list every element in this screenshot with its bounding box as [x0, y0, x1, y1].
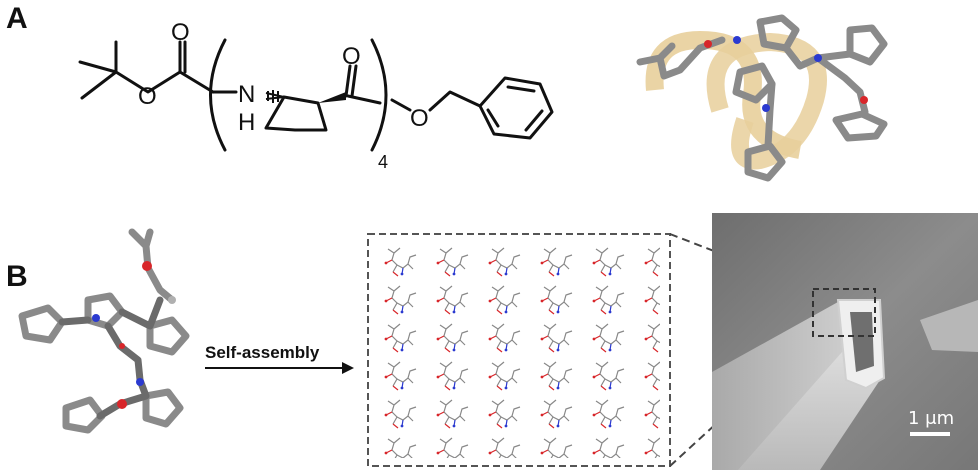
repeat-subscript: 4: [378, 152, 388, 172]
model-ring-4: [62, 396, 106, 434]
molecule-model-3d: [18, 228, 190, 434]
carbonyl-bond-2: [344, 64, 358, 98]
sem-tube-side: [712, 302, 872, 470]
hashed-wedge: [265, 90, 285, 103]
helix-nitrogen-atom-1: [733, 36, 741, 44]
oxygen-label-4: O: [410, 105, 429, 132]
helix-oxygen-atom-2: [860, 96, 868, 104]
sem-background-rod: [920, 300, 978, 352]
bond-o-1: [390, 98, 412, 112]
bond-to-bracket: [178, 70, 215, 94]
benzene-ring: [478, 76, 554, 140]
helix-model: [636, 14, 888, 182]
left-bracket: [209, 38, 227, 152]
model-top-chain: [128, 228, 176, 304]
right-bracket: [370, 38, 388, 152]
bond-to-bracket-2: [346, 94, 382, 105]
model-backbone: [58, 296, 164, 420]
helix-nitrogen-atom-2: [762, 104, 770, 112]
oxygen-label-3: O: [342, 43, 361, 70]
sem-tube-hollow: [850, 312, 874, 372]
hydrogen-label: H: [238, 109, 255, 136]
scale-bar-label: 1 μm: [908, 408, 954, 429]
model-nitrogen-atom-2: [136, 378, 144, 386]
tert-butyl-bonds: [78, 40, 182, 100]
cyclopentane-ring: [264, 95, 328, 132]
panel-label-a: A: [6, 2, 28, 35]
helix-ring-5: [832, 110, 888, 142]
nitrogen-label: N: [238, 81, 255, 108]
helix-ring-2: [846, 24, 888, 66]
model-ring-2: [84, 292, 126, 330]
bold-wedge: [318, 92, 346, 103]
helix-oxygen-atom-1: [704, 40, 712, 48]
self-assembly-arrow: Self-assembly: [205, 343, 354, 374]
molecular-packing: [367, 233, 671, 467]
model-ring-5: [142, 388, 184, 428]
helix-nitrogen-atom-3: [814, 54, 822, 62]
chemical-structure: O O N H O 4 O: [78, 19, 554, 172]
oxygen-label-1: O: [171, 19, 190, 46]
arrow-label: Self-assembly: [205, 343, 320, 362]
scale-bar: [910, 432, 950, 436]
panel-label-b: B: [6, 260, 28, 293]
arrow-head: [342, 362, 354, 374]
benzyl-ch2: [428, 90, 482, 112]
model-ring-3: [146, 316, 190, 356]
helix-ring-1: [756, 14, 800, 52]
model-oxygen-atom-3: [119, 343, 125, 349]
model-oxygen-atom-1: [142, 261, 152, 271]
model-ring-1: [18, 304, 66, 344]
model-hydrogen-atom: [168, 296, 176, 304]
sem-image: 1 μm: [712, 213, 978, 470]
packing-lattice: [380, 243, 660, 458]
oxygen-label-2: O: [138, 83, 157, 110]
sem-zoom-box: [812, 288, 876, 337]
model-nitrogen-atom-1: [92, 314, 100, 322]
benzene-double-bonds: [486, 85, 544, 132]
carbonyl-bond-1: [178, 40, 187, 74]
helix-ring-3: [732, 62, 776, 104]
model-oxygen-atom-2: [117, 399, 127, 409]
